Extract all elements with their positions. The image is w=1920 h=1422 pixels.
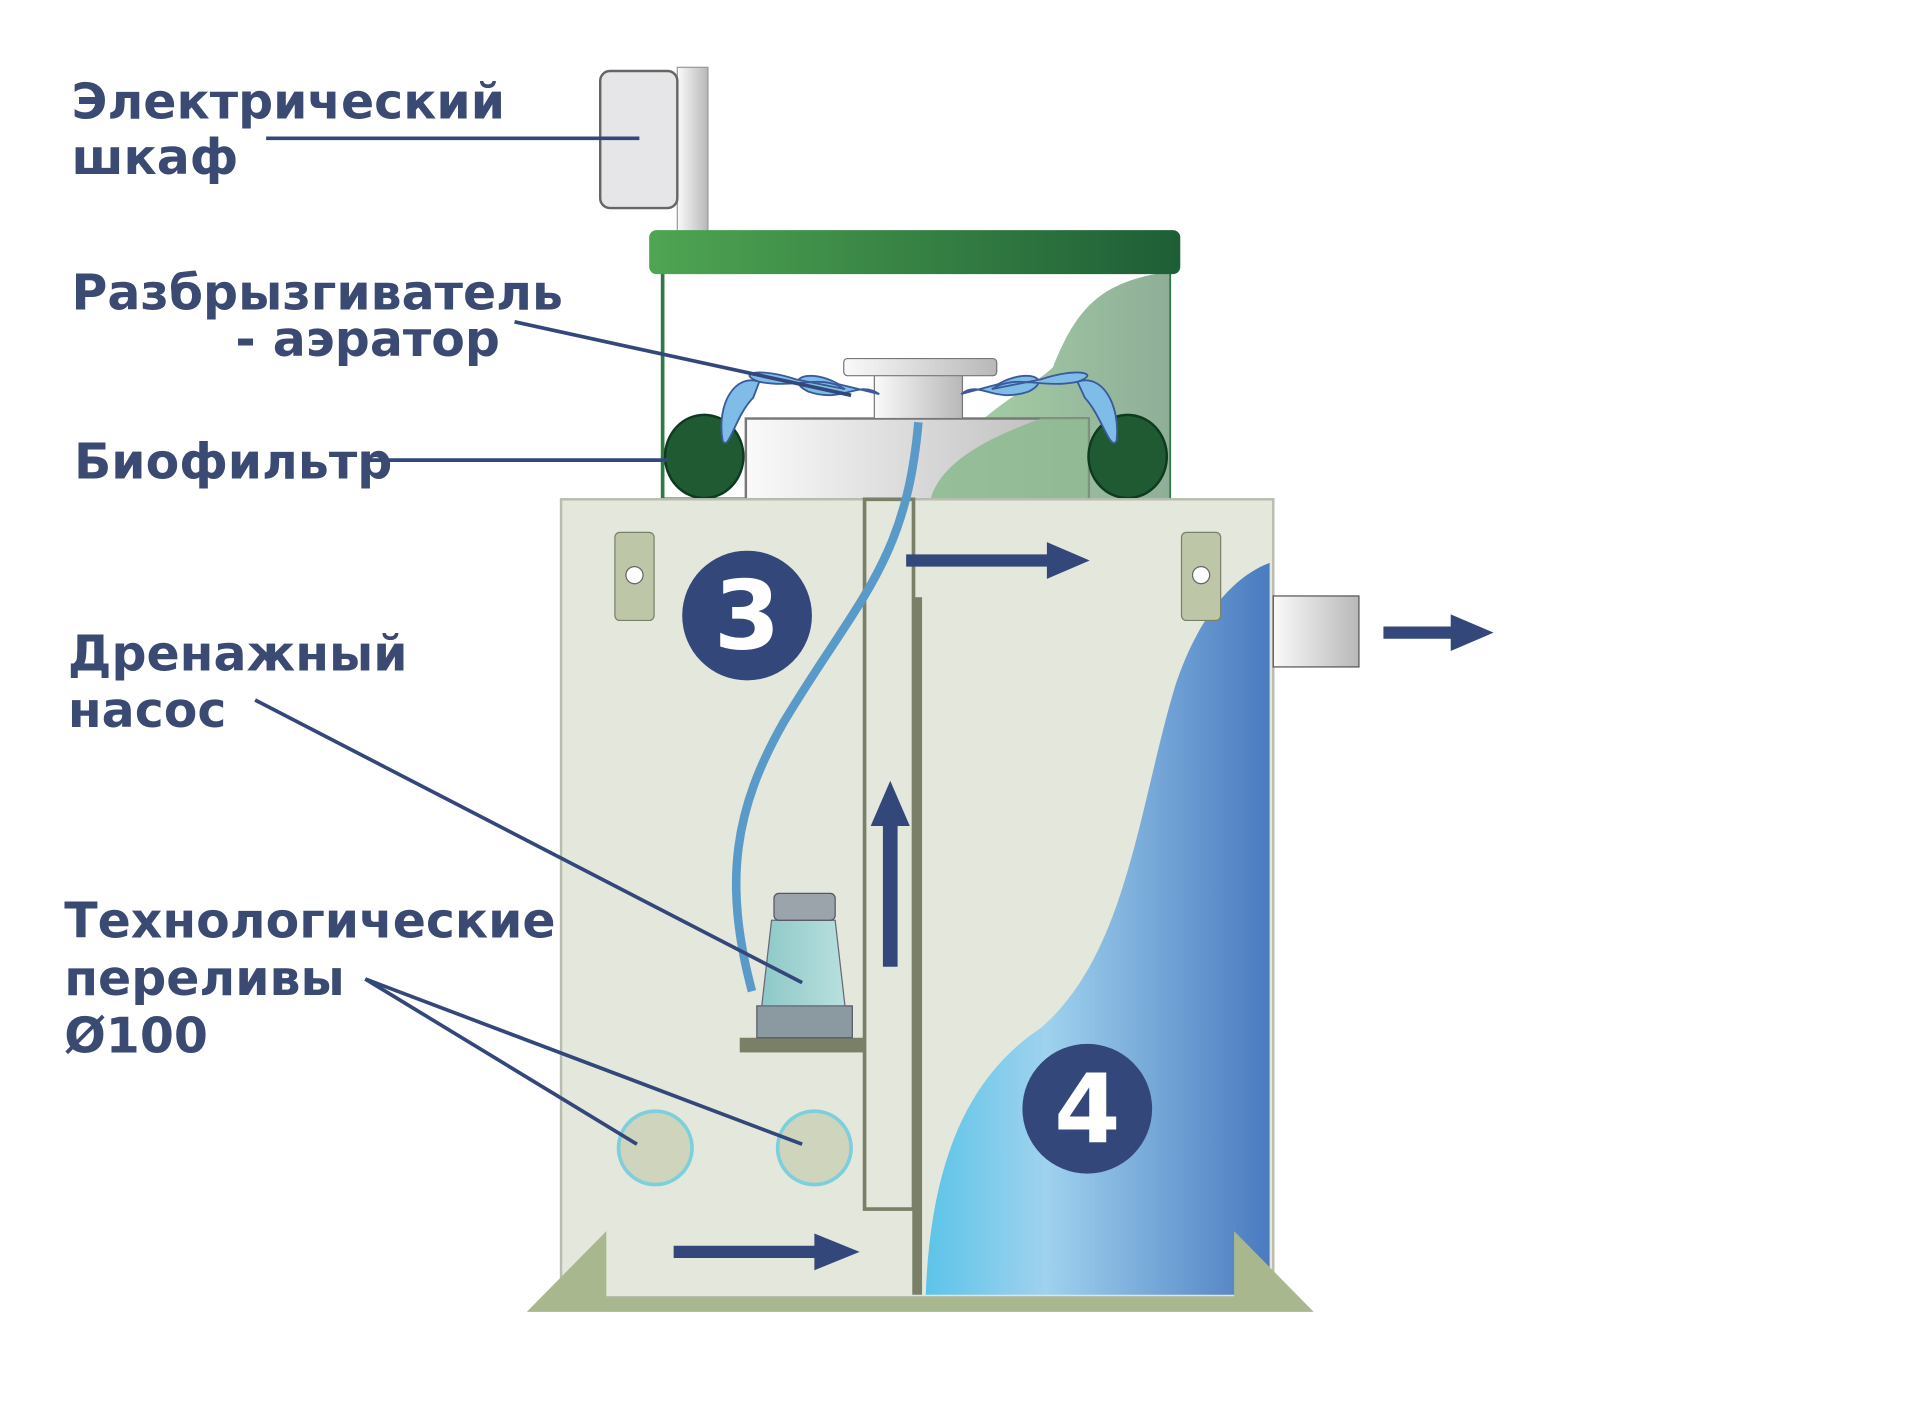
svg-text:- аэратор: - аэратор — [235, 311, 499, 368]
svg-text:Ø100: Ø100 — [64, 1007, 208, 1064]
drainage-pump — [739, 892, 865, 1053]
lid — [649, 230, 1181, 275]
pump-hose — [731, 421, 923, 993]
svg-text:насос: насос — [68, 682, 226, 739]
biofilter-media-right — [1087, 413, 1169, 500]
spray-droplets — [720, 371, 1119, 444]
electrical-cabinet — [598, 66, 709, 234]
label-biofilter: Биофильтр — [74, 433, 392, 490]
svg-text:шкаф: шкаф — [72, 129, 239, 186]
svg-text:4: 4 — [1054, 1053, 1120, 1165]
flow-arrows — [673, 542, 1494, 1271]
svg-text:переливы: переливы — [64, 950, 345, 1007]
overflow-pipe-1 — [616, 1109, 694, 1187]
chamber-badge-4: 4 — [1022, 1043, 1153, 1174]
label-pump: Дренажный — [68, 626, 408, 683]
overflow-pipe-2 — [775, 1109, 853, 1187]
main-tank — [526, 421, 1360, 1312]
svg-text:3: 3 — [714, 560, 780, 672]
label-overflow: Технологические — [64, 892, 555, 949]
labels: Электрический шкаф Разбрызгиватель - аэр… — [64, 74, 563, 1065]
biofilter-unit — [649, 230, 1181, 502]
leader-lines — [254, 136, 852, 1146]
chamber-badge-3: 3 — [682, 550, 812, 681]
label-cabinet: Электрический — [72, 74, 505, 131]
label-sprinkler: Разбрызгиватель — [72, 265, 563, 322]
